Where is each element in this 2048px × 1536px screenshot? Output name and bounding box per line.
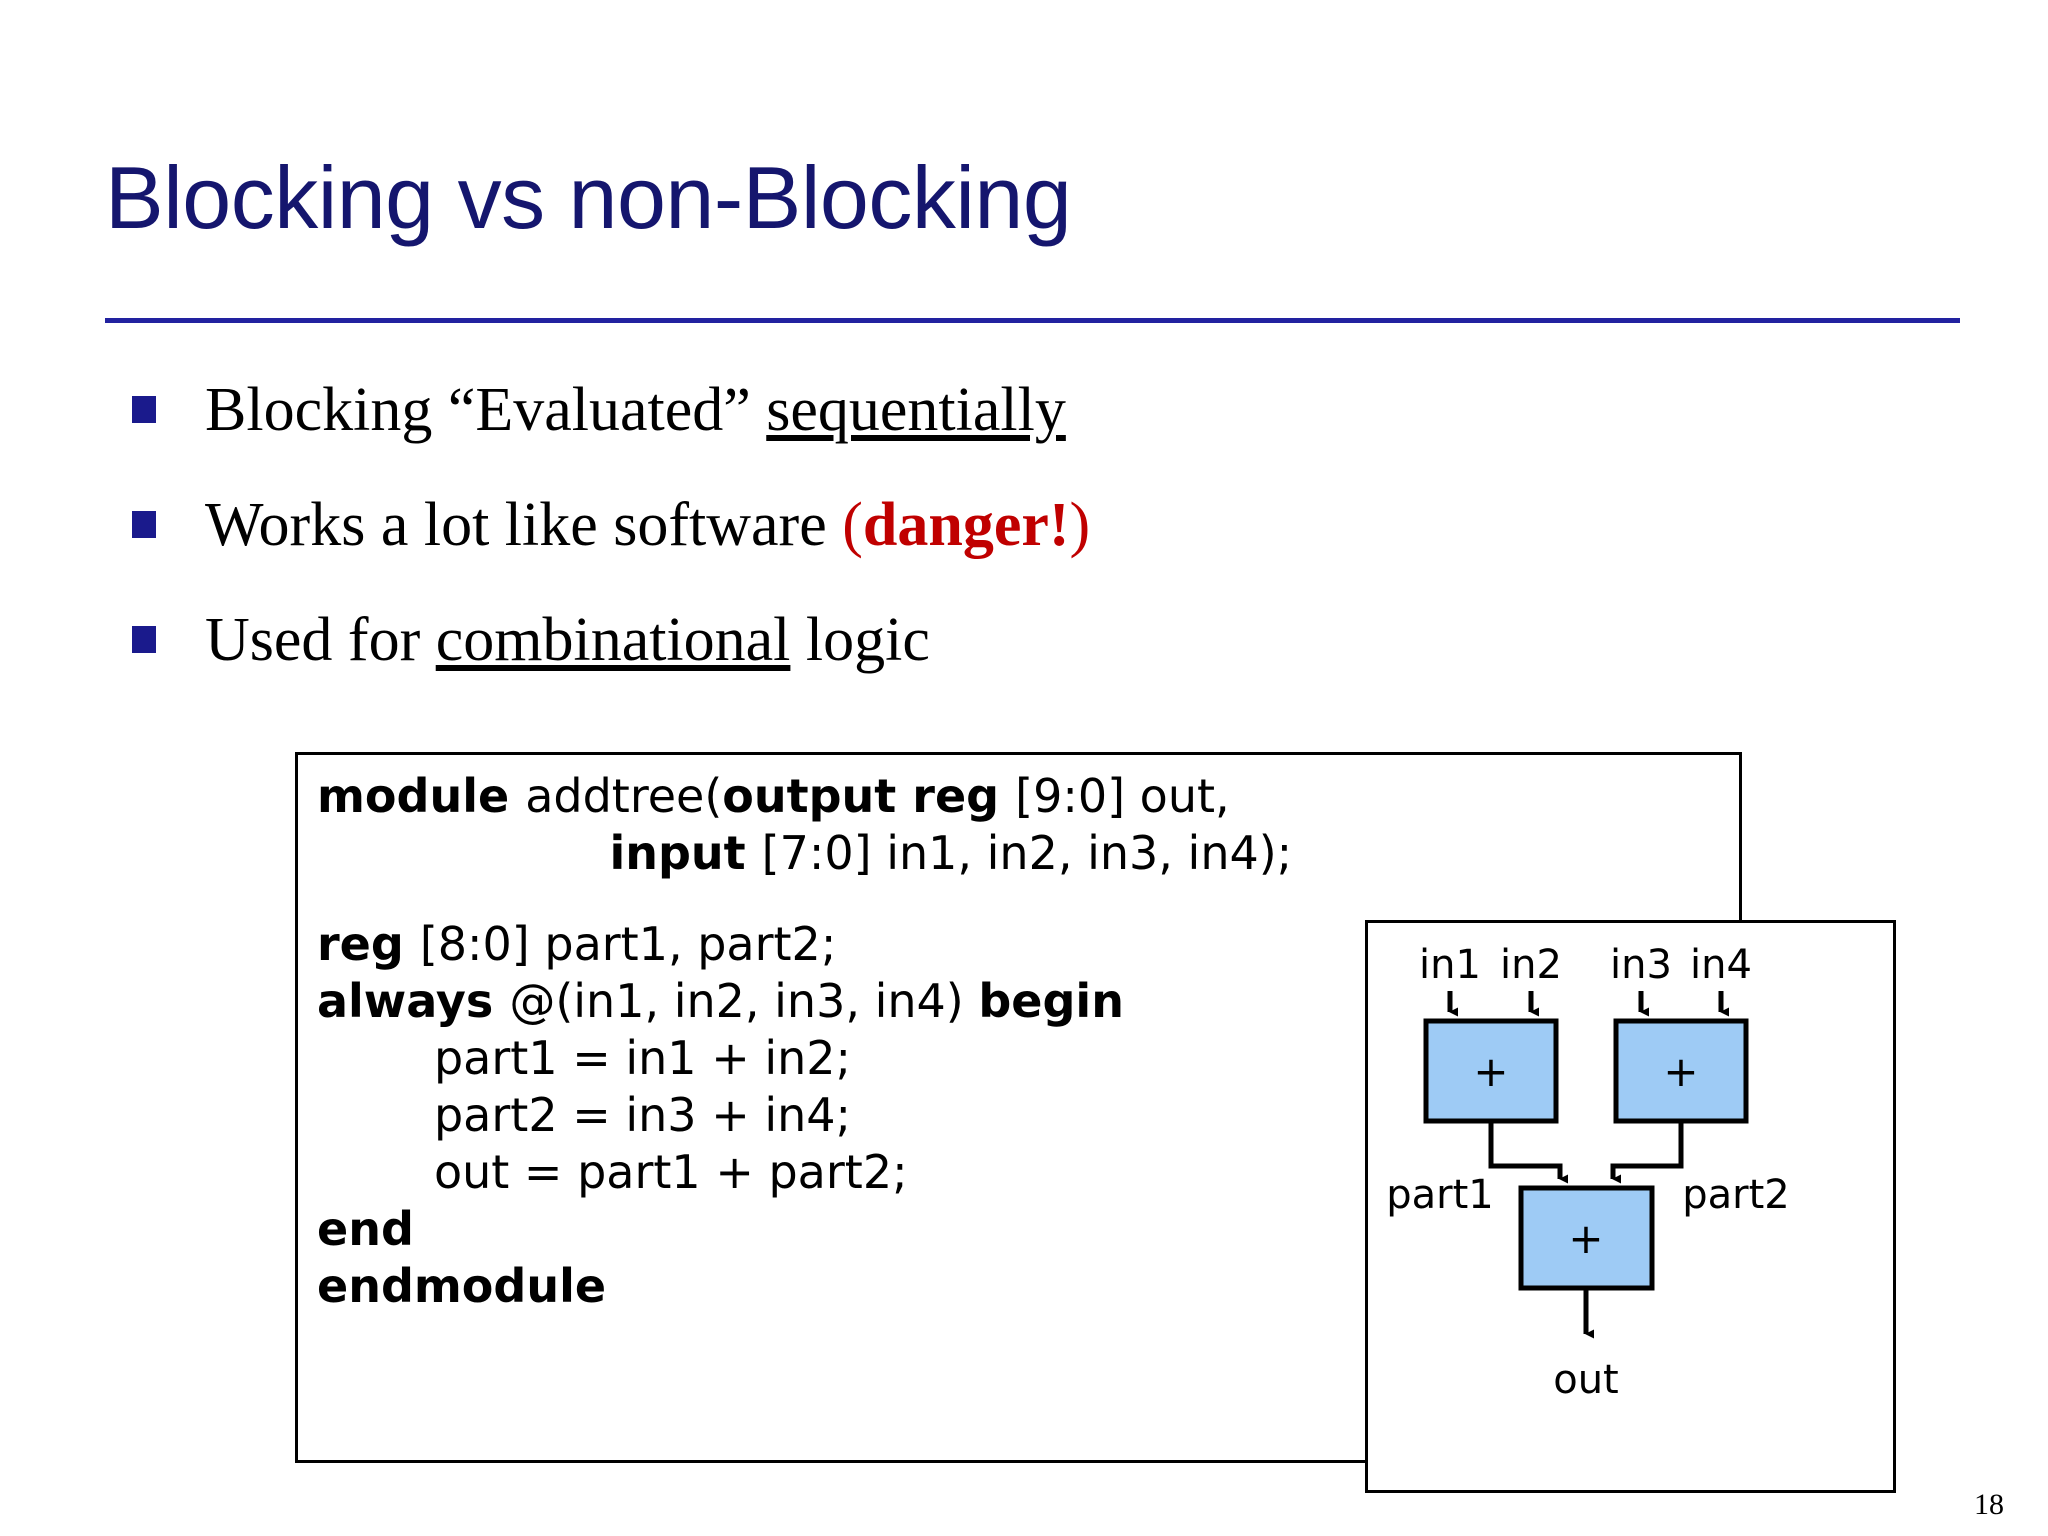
danger-close-paren: ) xyxy=(1069,491,1091,559)
adder-plus-final: + xyxy=(1568,1214,1603,1263)
code-line: end xyxy=(317,1201,1292,1258)
bullet-1-pre: Blocking “Evaluated” xyxy=(205,376,767,444)
diagram-label-part2: part2 xyxy=(1682,1172,1789,1218)
bullet-square-icon xyxy=(132,626,156,653)
code-keyword: output reg xyxy=(722,769,1016,823)
code-line: input [7:0] in1, in2, in3, in4); xyxy=(317,825,1292,882)
danger-word: danger! xyxy=(862,491,1070,559)
code-line: part1 = in1 + in2; xyxy=(317,1030,1292,1087)
code-line: endmodule xyxy=(317,1258,1292,1315)
adder-plus-right: + xyxy=(1663,1047,1698,1096)
bullet-3-post: logic xyxy=(790,606,930,674)
list-item: Blocking “Evaluated” sequentially xyxy=(110,358,1810,473)
diagram-label-in4: in4 xyxy=(1690,942,1752,988)
bullet-list: Blocking “Evaluated” sequentially Works … xyxy=(110,358,1810,703)
verilog-code-listing: module addtree(output reg [9:0] out, inp… xyxy=(317,768,1292,1315)
code-line: reg [8:0] part1, part2; xyxy=(317,916,1292,973)
code-plain: [7:0] in1, in2, in3, in4); xyxy=(761,826,1293,880)
code-plain: [8:0] part1, part2; xyxy=(419,917,837,971)
code-plain: [9:0] out, xyxy=(1015,769,1230,823)
title-divider xyxy=(105,318,1960,323)
bullet-text-1: Blocking “Evaluated” sequentially xyxy=(205,358,1066,462)
code-plain: part2 = in3 + in4; xyxy=(317,1088,852,1142)
code-blank-line xyxy=(317,882,1292,916)
list-item: Works a lot like software (danger!) xyxy=(110,473,1810,588)
bullet-1-underlined: sequentially xyxy=(766,376,1066,444)
bullet-2-pre: Works a lot like software xyxy=(205,491,843,559)
page-number: 18 xyxy=(1974,1488,2004,1521)
code-plain: @(in1, in2, in3, in4) xyxy=(509,974,979,1028)
adder-tree-svg: in1 in2 in3 in4 + + part1 part2 + xyxy=(1386,942,1789,1403)
code-plain: out = part1 + part2; xyxy=(317,1145,908,1199)
code-keyword: always xyxy=(317,974,510,1028)
code-line: part2 = in3 + in4; xyxy=(317,1087,1292,1144)
danger-open-paren: ( xyxy=(842,491,863,559)
diagram-label-in1: in1 xyxy=(1419,942,1481,988)
code-keyword: end xyxy=(317,1202,414,1256)
bullet-text-3: Used for combinational logic xyxy=(205,588,930,692)
code-plain: addtree( xyxy=(525,769,723,823)
wire-part1 xyxy=(1488,1121,1568,1184)
code-line: always @(in1, in2, in3, in4) begin xyxy=(317,973,1292,1030)
code-keyword: reg xyxy=(317,917,420,971)
code-keyword: input xyxy=(609,826,762,880)
bullet-square-icon xyxy=(132,511,156,538)
diagram-label-in3: in3 xyxy=(1610,942,1672,988)
code-keyword: endmodule xyxy=(317,1259,607,1313)
bullet-3-underlined: combinational xyxy=(435,606,791,674)
bullet-square-icon xyxy=(132,396,156,423)
adder-plus-left: + xyxy=(1473,1047,1508,1096)
code-keyword: module xyxy=(317,769,526,823)
diagram-label-out: out xyxy=(1553,1357,1619,1403)
bullet-3-pre: Used for xyxy=(205,606,436,674)
wire-part2 xyxy=(1610,1121,1684,1184)
bullet-text-2: Works a lot like software (danger!) xyxy=(205,473,1090,577)
code-line: out = part1 + part2; xyxy=(317,1144,1292,1201)
adder-tree-diagram: in1 in2 in3 in4 + + part1 part2 + xyxy=(1365,920,1896,1493)
code-line: module addtree(output reg [9:0] out, xyxy=(317,768,1292,825)
adder-box-left xyxy=(1423,1018,1559,1124)
diagram-label-in2: in2 xyxy=(1500,942,1562,988)
code-plain: part1 = in1 + in2; xyxy=(317,1031,852,1085)
code-keyword: begin xyxy=(978,974,1124,1028)
code-plain xyxy=(317,826,609,880)
page-title: Blocking vs non-Blocking xyxy=(105,148,1072,247)
diagram-label-part1: part1 xyxy=(1386,1172,1493,1218)
list-item: Used for combinational logic xyxy=(110,588,1810,703)
